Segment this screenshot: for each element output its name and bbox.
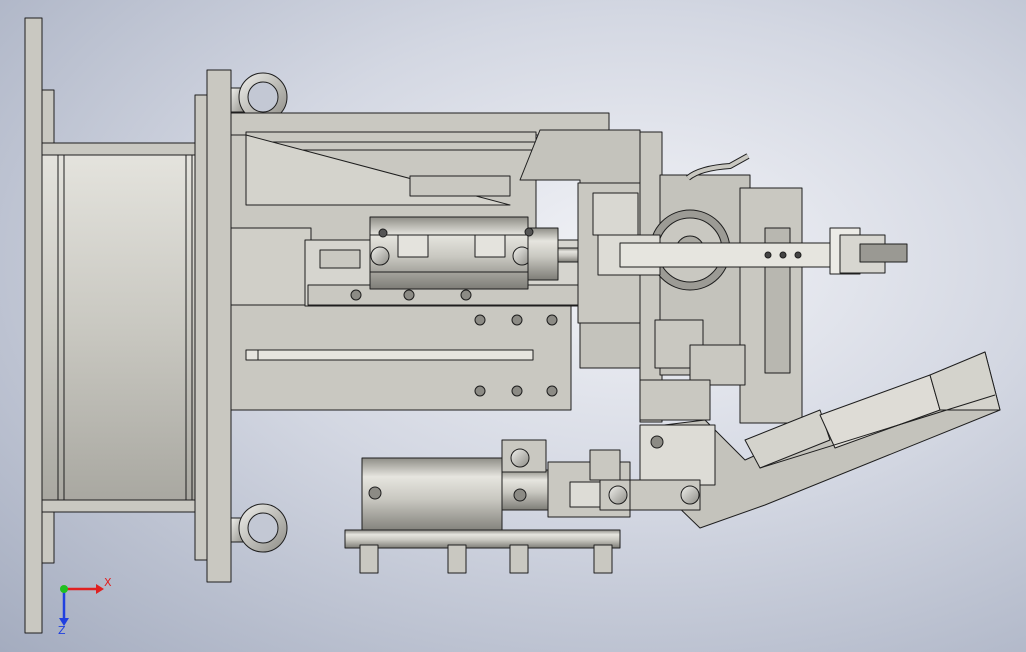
plate-bolts	[474, 314, 558, 397]
gripper-arm	[597, 227, 908, 276]
x-axis-label: X	[104, 576, 112, 589]
pneumatic-cylinder-lower	[361, 439, 701, 534]
chute-bracket	[639, 379, 716, 486]
coordinate-triad: X Z	[58, 576, 112, 637]
air-fittings-row	[344, 529, 621, 574]
eye-bolt-bottom	[230, 503, 288, 553]
left-base-plate	[24, 17, 232, 634]
z-axis-label: Z	[58, 624, 66, 637]
y-axis-dot	[60, 585, 68, 593]
eye-bolt-top	[230, 72, 288, 122]
feed-chute	[639, 351, 1001, 529]
